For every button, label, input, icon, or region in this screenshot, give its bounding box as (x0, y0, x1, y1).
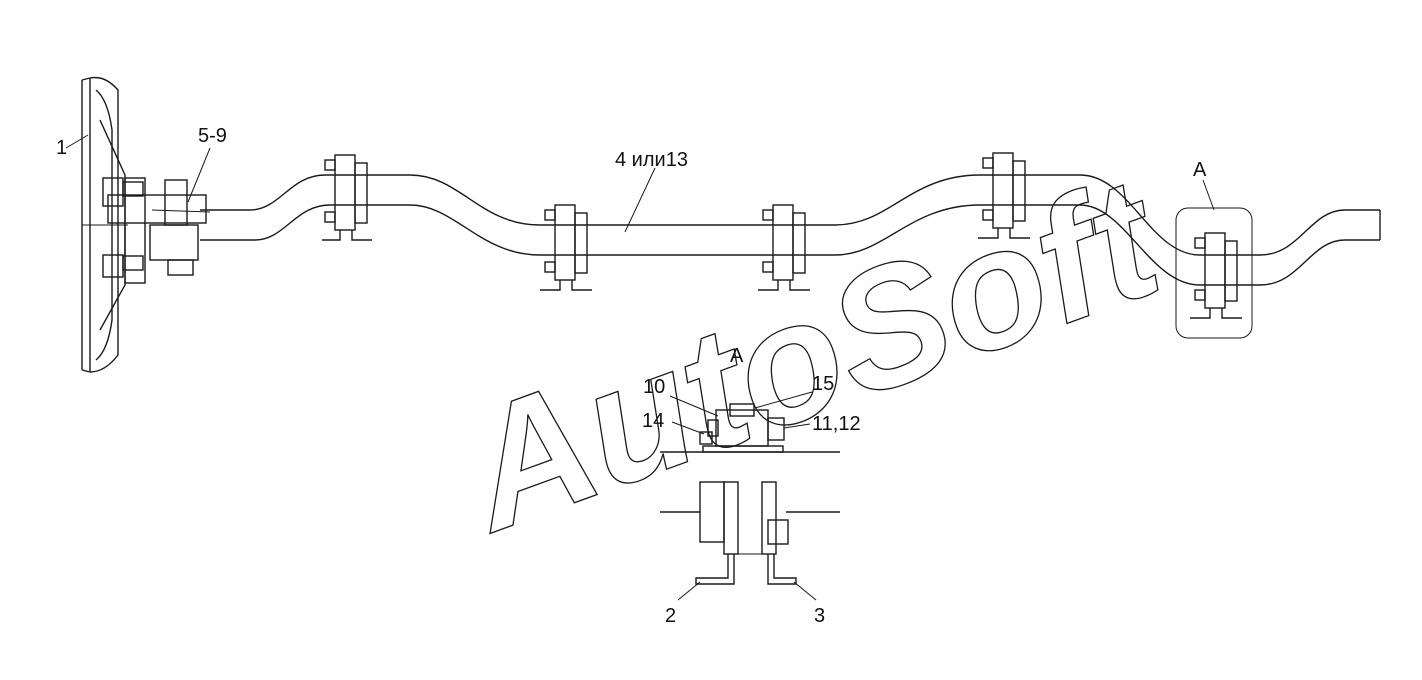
support-5 (1175, 207, 1253, 339)
detail-a-view (660, 403, 840, 585)
support-4 (978, 152, 1030, 239)
callout-a-detail: A (730, 345, 744, 367)
support-2 (540, 204, 592, 291)
support-3 (758, 204, 810, 291)
detail-a-frame (1175, 207, 1253, 339)
shaft (200, 174, 1381, 286)
support-1 (322, 154, 372, 241)
callout-5-9: 5-9 (198, 125, 227, 147)
callout-14: 14 (642, 410, 664, 432)
callout-2: 2 (665, 605, 676, 627)
callout-11-12: 11,12 (812, 413, 861, 435)
leader-lines (65, 134, 1215, 601)
hub-assembly (107, 177, 211, 284)
callout-a-top: A (1193, 159, 1207, 181)
callout-15: 15 (812, 373, 834, 395)
callout-3: 3 (814, 605, 825, 627)
watermark: AutoSoft (437, 141, 1186, 569)
callout-1: 1 (56, 137, 67, 159)
callout-4-or-13: 4 или13 (615, 149, 688, 171)
callout-10: 10 (643, 376, 665, 398)
pulley (81, 76, 144, 373)
